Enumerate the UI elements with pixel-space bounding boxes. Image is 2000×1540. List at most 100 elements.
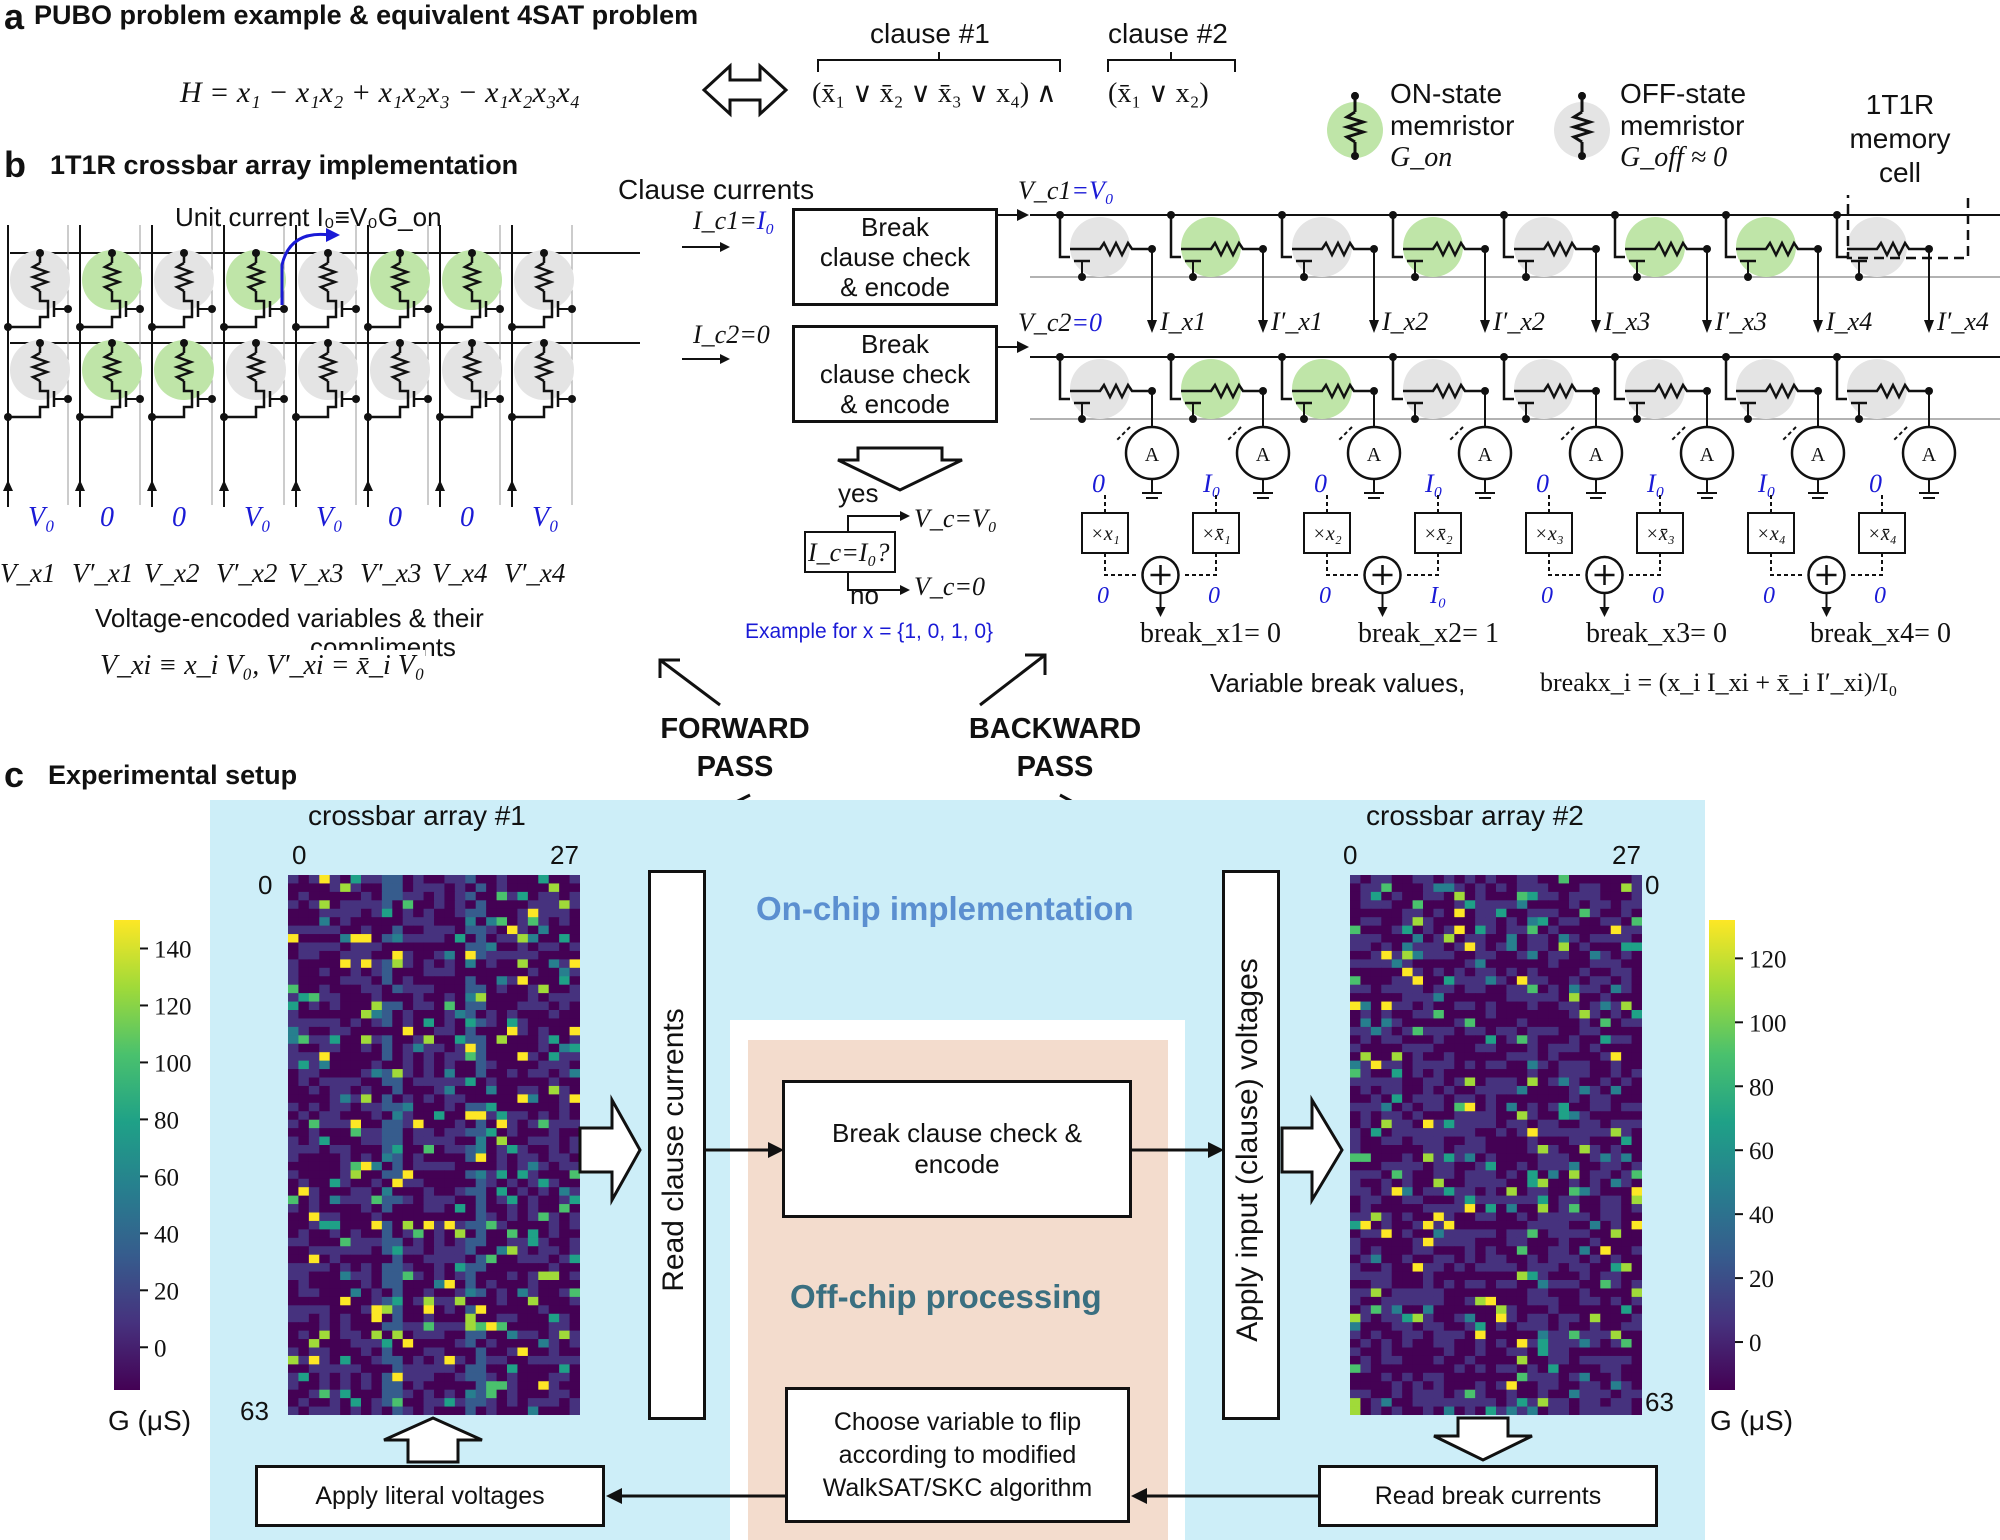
heatmap-cell	[1558, 1313, 1570, 1323]
heatmap-cell	[559, 1043, 570, 1053]
heatmap-cell	[308, 1145, 320, 1154]
heatmap-cell	[381, 875, 393, 884]
heatmap-cell	[569, 1406, 580, 1415]
junction-dot	[220, 413, 228, 421]
heatmap-cell	[475, 1339, 487, 1348]
on-state-g: G_on	[1390, 142, 1453, 173]
heatmap-cell	[340, 1136, 351, 1146]
heatmap-cell	[1454, 1052, 1466, 1062]
heatmap-cell	[454, 1237, 466, 1247]
heatmap-cell	[1381, 1102, 1393, 1112]
heatmap-cell	[361, 1145, 372, 1154]
heatmap-cell	[548, 1254, 560, 1264]
heatmap-cell	[1402, 1060, 1413, 1070]
heatmap-cell	[496, 1035, 508, 1045]
heatmap-cell	[340, 883, 351, 893]
heatmap-cell	[434, 883, 445, 893]
heatmap-cell	[1610, 1077, 1622, 1087]
heatmap-cell	[1610, 1145, 1622, 1154]
heatmap-cell	[465, 950, 477, 960]
heatmap-cell	[527, 1296, 539, 1306]
heatmap-cell	[1402, 908, 1413, 918]
heatmap-cell	[1631, 959, 1642, 969]
heatmap-cell	[1569, 1043, 1580, 1053]
heatmap-cell	[486, 1018, 497, 1028]
heatmap-cell	[1506, 891, 1518, 901]
heatmap-cell	[1589, 908, 1601, 918]
heatmap-cell	[475, 967, 487, 977]
unit-current-label: Unit current I₀≡V₀G_on	[175, 202, 442, 232]
heatmap-cell	[1433, 1372, 1445, 1382]
heatmap-cell	[1631, 1347, 1642, 1357]
heatmap-cell	[1600, 959, 1612, 969]
heatmap-cell	[371, 1111, 383, 1121]
heatmap-cell	[402, 1111, 414, 1121]
heatmap-cell	[1464, 1313, 1476, 1323]
read-break-text: Read break currents	[1374, 1481, 1602, 1510]
heatmap-cell	[569, 1077, 580, 1087]
heatmap-cell	[1402, 959, 1413, 969]
heatmap-cell	[1433, 1102, 1445, 1112]
heatmap-cell	[1548, 1212, 1559, 1222]
heatmap-cell	[496, 976, 508, 986]
heatmap-cell	[308, 1178, 320, 1188]
heatmap-cell	[329, 1280, 341, 1289]
heatmap-cell	[392, 1372, 404, 1382]
junction-dot	[1633, 273, 1641, 281]
heatmap-cell	[329, 1237, 341, 1247]
heatmap-cell	[1454, 976, 1466, 986]
heatmap-cell	[1548, 1094, 1559, 1104]
heatmap-cell	[1391, 1330, 1403, 1340]
memory-cell-outline	[1846, 195, 1970, 260]
heatmap-cell	[1350, 959, 1361, 969]
heatmap-cell	[1454, 1398, 1466, 1407]
heatmap-cell	[1548, 1322, 1559, 1332]
heatmap-cell	[1433, 950, 1445, 960]
heatmap-cell	[538, 1060, 550, 1070]
heatmap-cell	[329, 1010, 341, 1019]
heatmap-cell	[1631, 1136, 1642, 1146]
heatmap-cell	[517, 1153, 529, 1163]
heatmap-cell	[413, 934, 424, 943]
heatmap-cell	[288, 1111, 299, 1121]
heatmap-cell	[288, 1398, 299, 1407]
heatmap-cell	[423, 1330, 435, 1340]
heatmap-cell	[1496, 1322, 1507, 1332]
heatmap-cell	[1506, 1246, 1518, 1256]
heatmap-cell	[465, 1153, 477, 1163]
heatmap-cell	[1589, 1288, 1601, 1298]
heatmap-cell	[1527, 1010, 1539, 1019]
heatmap-cell	[559, 891, 570, 901]
heatmap-cell	[1423, 891, 1434, 901]
heatmap-cell	[340, 1170, 351, 1180]
heatmap-cell	[548, 1145, 560, 1154]
forward-pass-label: FORWARD PASS	[650, 710, 820, 786]
heatmap-cell	[1391, 934, 1403, 943]
heatmap-cell	[538, 1035, 550, 1045]
heatmap-cell	[1350, 1322, 1361, 1332]
heatmap-cell	[1412, 925, 1424, 935]
heatmap-cell	[1610, 1296, 1622, 1306]
heatmap-cell	[1569, 1195, 1580, 1205]
heatmap-cell	[1485, 984, 1497, 994]
heatmap-cell	[517, 1052, 529, 1062]
heatmap-cell	[1589, 1128, 1601, 1137]
heatmap-cell	[1621, 925, 1632, 935]
heatmap-cell	[1537, 1305, 1549, 1315]
heatmap-cell	[308, 1060, 320, 1070]
heatmap-cell	[475, 1111, 487, 1121]
heatmap-cell	[1464, 1085, 1476, 1095]
heatmap-cell	[1600, 1296, 1612, 1306]
heatmap-cell	[329, 917, 341, 927]
heatmap-cell	[1464, 1254, 1476, 1264]
heatmap-cell	[1516, 1322, 1528, 1332]
heatmap-cell	[381, 1119, 393, 1129]
heatmap-cell	[465, 934, 477, 943]
heatmap-cell	[1433, 1237, 1445, 1247]
heatmap-cell	[569, 1111, 580, 1121]
heatmap-cell	[486, 1364, 497, 1374]
heatmap-cell	[465, 976, 477, 986]
heatmap-cell	[1402, 1364, 1413, 1374]
heatmap-cell	[486, 1372, 497, 1382]
heatmap-cell	[392, 1077, 404, 1087]
